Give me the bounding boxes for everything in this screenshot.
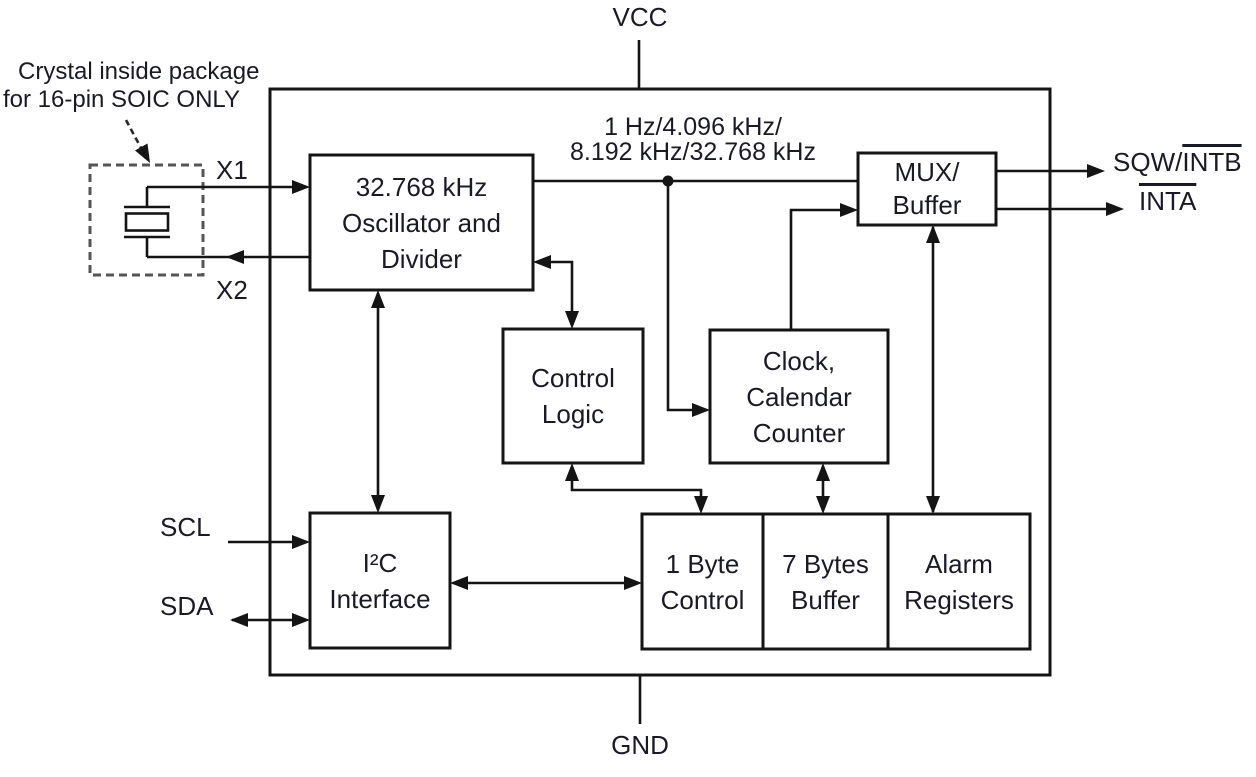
alarm-registers-line1: Alarm <box>925 548 993 579</box>
i2c-interface-block-label: I²C Interface <box>310 513 450 648</box>
seven-bytes-buffer-line2: Buffer <box>791 584 860 615</box>
annotation-arrow <box>124 119 143 149</box>
frequency-label-line1: 1 Hz/4.096 kHz/ <box>604 113 782 141</box>
vcc-pin-label: VCC <box>612 2 668 32</box>
oscillator-line1: 32.768 kHz <box>355 171 488 202</box>
inta-pin-label: INTA <box>1139 187 1196 216</box>
seven-bytes-buffer-block-label: 7 Bytes Buffer <box>763 514 888 649</box>
one-byte-control-line2: Control <box>660 584 745 615</box>
oscillator-block-label: 32.768 kHz Oscillator and Divider <box>310 155 533 290</box>
ctrl-up-arrowhead-icon <box>565 463 579 481</box>
osc-ctrl-left-arrowhead-icon <box>533 255 551 269</box>
crystal-symbol-icon <box>124 187 170 257</box>
gnd-pin-label: GND <box>611 730 669 760</box>
seven-bytes-buffer-line1: 7 Bytes <box>782 548 869 579</box>
oscillator-block-box <box>308 153 535 292</box>
x1-pin-label: X1 <box>216 155 248 185</box>
control-logic-line2: Logic <box>541 399 605 429</box>
crystal-annotation-line2: for 16-pin SOIC ONLY <box>3 86 240 113</box>
clock-calendar-line1: Clock, <box>762 345 836 376</box>
sqw-arrowhead-icon <box>1087 164 1105 178</box>
i2c-interface-line1: I²C <box>362 547 398 578</box>
control-logic-block-box <box>501 327 645 465</box>
annotation-arrowhead-icon <box>135 143 150 163</box>
mux-buffer-line2: Buffer <box>892 190 962 220</box>
clock-in-arrowhead-icon <box>692 403 710 417</box>
clock-up-arrowhead-icon <box>816 463 830 481</box>
i2c-interface-block-box <box>308 511 452 650</box>
mux-in-arrowhead-icon <box>840 203 858 217</box>
1byte-right-arrowhead-icon <box>624 576 642 590</box>
scl-pin-label: SCL <box>160 512 211 542</box>
frequency-label: 1 Hz/4.096 kHz/ 8.192 kHz/32.768 kHz <box>543 115 843 165</box>
inta-arrowhead-icon <box>1106 202 1124 216</box>
mux-buffer-block-box <box>856 151 998 227</box>
mux-buffer-block-label: MUX/ Buffer <box>858 153 996 225</box>
7bytes-down-arrowhead-icon <box>816 496 830 514</box>
osc-ctrl-down-arrowhead-icon <box>565 311 579 329</box>
osc-up-arrowhead-icon <box>371 290 385 308</box>
control-logic-line1: Control <box>531 363 615 393</box>
one-byte-control-line1: 1 Byte <box>665 548 740 579</box>
osc-to-clock-line <box>666 181 700 412</box>
x2-arrowhead-icon <box>226 250 244 264</box>
one-byte-control-block-label: 1 Byte Control <box>642 514 763 649</box>
alarm-registers-block-box <box>886 512 1032 651</box>
alarm-registers-block-label: Alarm Registers <box>888 514 1030 649</box>
inta-overlined: INTA <box>1139 186 1197 216</box>
oscillator-line3: Divider <box>381 243 462 274</box>
i2c-interface-line2: Interface <box>329 583 431 614</box>
alarm-registers-line2: Registers <box>904 584 1014 615</box>
oscillator-line2: Oscillator and <box>342 207 501 238</box>
clock-calendar-line2: Calendar <box>746 381 852 412</box>
one-byte-control-block-box <box>640 512 765 651</box>
intb-overlined: INTB <box>1182 147 1242 177</box>
sda-arrowhead-right-icon <box>292 613 310 627</box>
x2-pin-label: X2 <box>216 275 248 305</box>
i2c-left-arrowhead-icon <box>450 576 468 590</box>
x1-arrowhead-icon <box>292 180 310 194</box>
seven-bytes-buffer-block-box <box>761 512 890 651</box>
sda-pin-label: SDA <box>160 591 214 621</box>
alarm-mux-up-arrowhead-icon <box>926 225 940 243</box>
clock-calendar-block-label: Clock, Calendar Counter <box>710 330 888 463</box>
alarm-mux-down-arrowhead-icon <box>926 496 940 514</box>
sqw-prefix: SQW/ <box>1113 147 1183 177</box>
sda-arrowhead-left-icon <box>230 613 248 627</box>
clock-to-mux-line <box>789 208 848 330</box>
i2c-down-arrowhead-icon <box>371 495 385 513</box>
clock-calendar-block-box <box>708 328 890 465</box>
frequency-label-line2: 8.192 kHz/32.768 kHz <box>570 138 816 166</box>
1byte-down-arrowhead-icon <box>694 496 708 514</box>
clock-calendar-line3: Counter <box>752 417 846 448</box>
mux-buffer-line1: MUX/ <box>894 157 960 187</box>
scl-arrowhead-icon <box>292 535 310 549</box>
crystal-annotation-line1: Crystal inside package <box>18 58 260 85</box>
crystal-package-dashed-box <box>88 163 205 277</box>
control-logic-block-label: Control Logic <box>503 329 643 463</box>
sqw-intb-pin-label: SQW/INTB <box>1113 148 1242 177</box>
